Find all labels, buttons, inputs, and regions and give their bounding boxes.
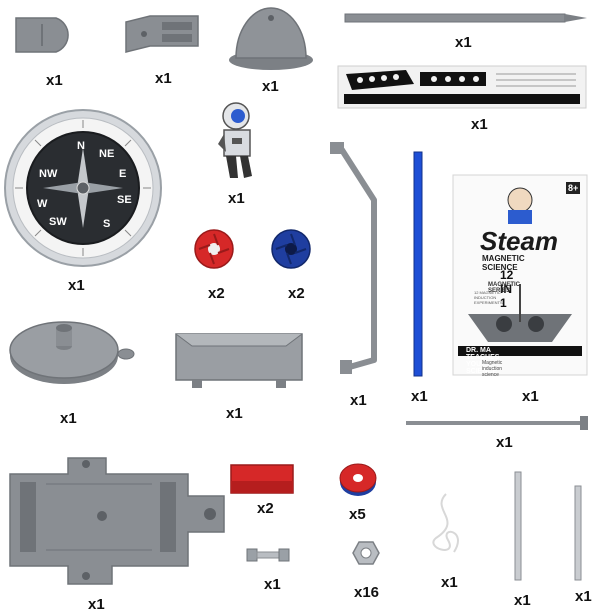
manual-series-detail: 12 MAGNETIC INDUCTION EXPERIMENTS [474,290,503,305]
bent-handle-rod-part [326,140,386,376]
qty-blue-fan-magnet: x2 [288,285,305,302]
qty-round-base: x1 [60,410,77,427]
qty-clip-bracket: x1 [155,70,172,87]
qty-sticker-strip: x1 [471,116,488,133]
qty-main-base-plate: x1 [88,596,105,613]
compass-label-e: E [119,168,127,180]
long-pin-part [343,8,589,28]
thin-axle-part [404,414,596,432]
tray-part [172,330,306,392]
blue-fan-magnet-part [270,228,312,270]
sticker-strip-part [336,64,588,110]
compass-label-nw: NW [39,168,58,180]
compass-part: N NE E SE S SW W NW [3,108,163,268]
qty-ring-magnet: x5 [349,506,366,523]
manual-age: 8+ [566,182,581,194]
manual-series: MAGNETIC SERIES [488,282,520,294]
manual-footer-small: Magnetic induction science [482,360,503,378]
compass-label-se: SE [117,194,132,206]
qty-dome-cap: x1 [262,78,279,95]
qty-metal-rod-short: x1 [575,588,592,605]
compass-label-sw: SW [49,216,67,228]
qty-astronaut-figure: x1 [228,190,245,207]
qty-bent-handle-rod: x1 [350,392,367,409]
qty-manual: x1 [522,388,539,405]
qty-hex-nut: x16 [354,584,380,601]
flat-tab-part [12,14,76,56]
string-coil-part [424,490,470,562]
red-fan-magnet-part [193,228,235,270]
dome-cap-part [226,2,316,74]
round-base-part [6,306,138,396]
metal-rod-long-part [512,470,524,582]
main-base-plate-part [2,452,230,602]
manual-footer: DR. MA TEACHES YOU SCIENCE [466,347,500,375]
qty-metal-rod-long: x1 [514,592,531,609]
hex-nut-part [352,540,380,566]
compass-label-w: W [37,198,48,210]
compass-label-n: N [77,140,85,152]
qty-blue-rod: x1 [411,388,428,405]
astronaut-figure-part [214,100,262,184]
qty-bolt: x1 [264,576,281,593]
bar-magnet-part [229,463,295,495]
qty-flat-tab: x1 [46,72,63,89]
manual-headline: 12 IN 1 [500,268,514,310]
manual-brand: Steam [480,226,559,256]
manual-subtitle: MAGNETIC SCIENCE [482,254,525,272]
bolt-part [245,546,293,564]
qty-long-pin: x1 [455,34,472,51]
blue-rod-part [410,150,426,378]
compass-label-s: S [103,218,111,230]
clip-bracket-part [120,12,202,56]
qty-string-coil: x1 [441,574,458,591]
qty-thin-axle: x1 [496,434,513,451]
qty-tray: x1 [226,405,243,422]
qty-compass: x1 [68,277,85,294]
qty-bar-magnet: x2 [257,500,274,517]
metal-rod-short-part [572,484,584,582]
compass-label-ne: NE [99,148,115,160]
ring-magnet-part [338,462,378,498]
qty-red-fan-magnet: x2 [208,285,225,302]
